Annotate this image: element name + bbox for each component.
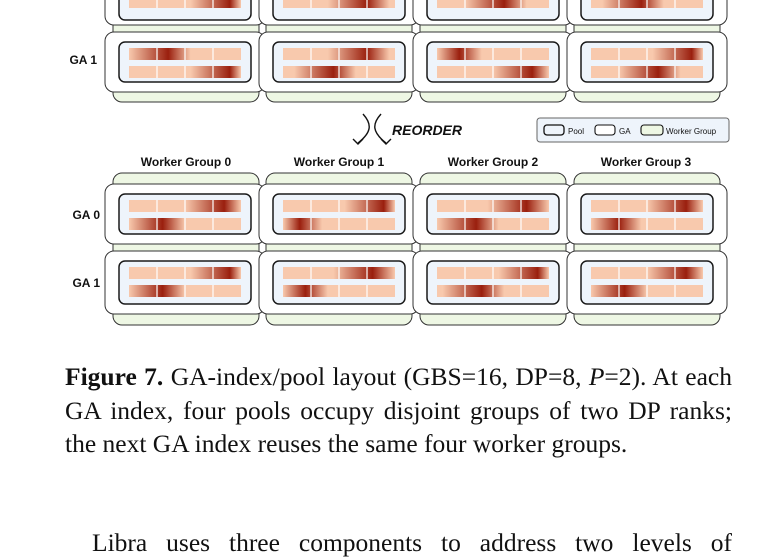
- reorder-arrowhead-1: [352, 138, 364, 145]
- reorder-curve-1: [357, 113, 370, 144]
- caption-text-1: GA-index/pool layout (GBS=16, DP=8,: [170, 362, 589, 391]
- body-paragraph: Libra uses three components to address t…: [65, 526, 732, 560]
- ga-label-0: GA 0: [72, 208, 100, 222]
- worker-group-header: Worker Group 3: [601, 155, 692, 169]
- caption-label: Figure 7.: [65, 362, 164, 391]
- legend-worker-group-swatch: [640, 124, 664, 136]
- legend-ga-swatch: [594, 124, 616, 136]
- ga-label-top: GA 1: [69, 53, 97, 67]
- reorder-arrowhead-2: [380, 138, 392, 145]
- legend-worker-group-label: Worker Group: [666, 127, 717, 136]
- legend-box: [536, 117, 730, 143]
- worker-group-header: Worker Group 2: [448, 155, 539, 169]
- ga-label-1: GA 1: [72, 276, 100, 290]
- legend-ga-label: GA: [619, 127, 631, 136]
- figure-caption: Figure 7. GA-index/pool layout (GBS=16, …: [65, 360, 732, 461]
- legend-pool-swatch: [543, 124, 565, 136]
- reorder-label: REORDER: [392, 122, 463, 138]
- worker-group-header: Worker Group 1: [294, 155, 385, 169]
- reorder-curve-2: [374, 113, 387, 144]
- caption-italic-p: P: [588, 362, 605, 391]
- reorder-icon: [352, 113, 392, 145]
- legend-pool-label: Pool: [568, 127, 584, 136]
- caption-text-2: =2). At each GA index, four pools occupy…: [65, 362, 732, 458]
- worker-group-header: Worker Group 0: [141, 155, 232, 169]
- body-line-1: Libra uses three components to address t…: [92, 528, 732, 557]
